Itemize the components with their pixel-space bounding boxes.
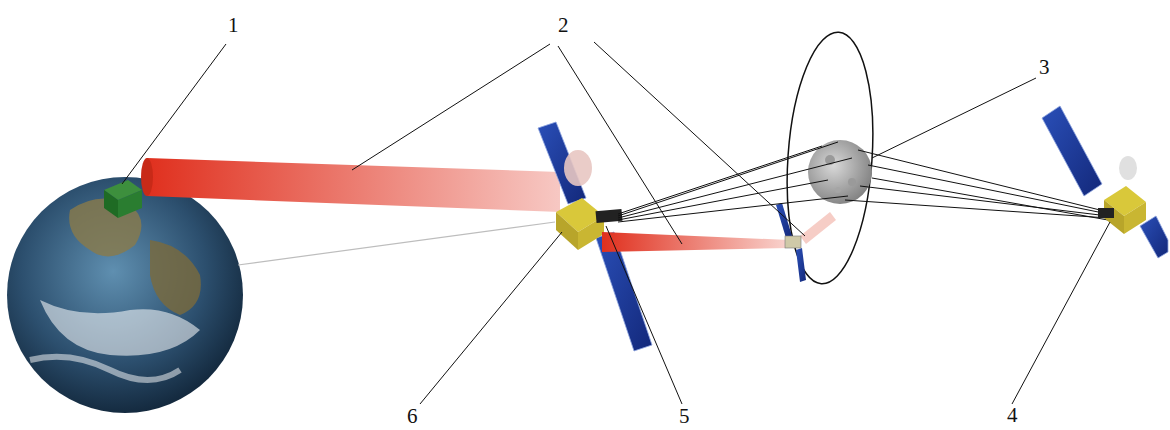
beam-aperture [141, 158, 153, 196]
laser-beam [147, 158, 560, 212]
laser-beam [602, 232, 790, 252]
ranging-lines [618, 142, 1108, 222]
earth [7, 177, 243, 413]
link-line [238, 222, 555, 265]
observer-satellite [1042, 106, 1168, 258]
laser-beam [800, 212, 836, 244]
callout-number: 5 [676, 405, 693, 428]
ground-station [104, 180, 142, 218]
callout-number: 1 [225, 14, 242, 37]
lunar-satellite [776, 203, 806, 282]
moon [808, 140, 872, 204]
callout-number: 4 [1004, 404, 1021, 427]
leader-lines [122, 42, 1110, 404]
callout-number: 6 [404, 405, 421, 428]
callout-number: 3 [1036, 56, 1053, 79]
lunar-orbit [779, 29, 880, 286]
callout-number: 2 [555, 14, 572, 37]
